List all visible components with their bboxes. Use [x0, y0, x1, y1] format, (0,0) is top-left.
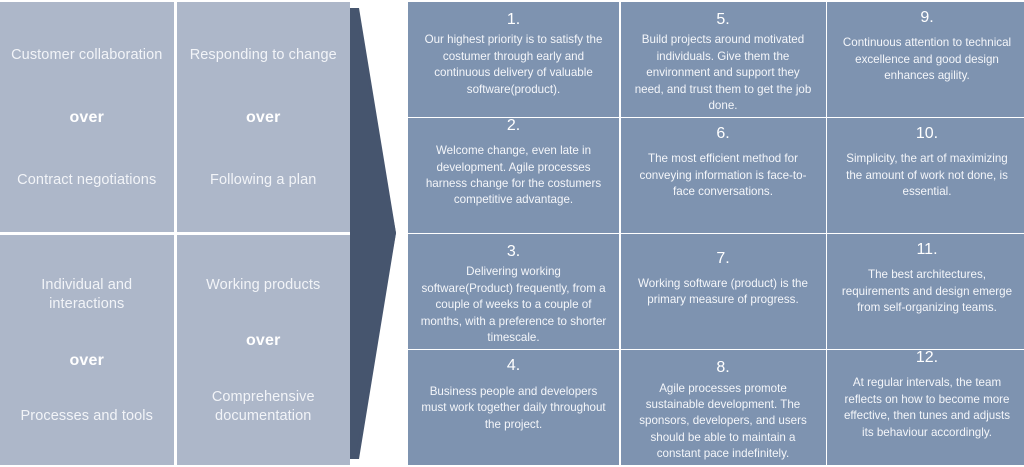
principle-number: 3.: [506, 243, 521, 261]
value-top-text: Working products: [206, 276, 321, 293]
value-over-label: over: [69, 351, 105, 369]
principle-text: Welcome change, even late in development…: [425, 144, 602, 207]
principle-cell-11: 11. The best architectures, requirements…: [827, 234, 1024, 349]
principle-cell-12: 12. At regular intervals, the team refle…: [827, 350, 1024, 465]
value-bottom-text: Comprehensive documentation: [211, 388, 315, 425]
principle-text: Build projects around motivated individu…: [634, 33, 812, 112]
value-over-label: over: [69, 108, 105, 126]
principle-cell-10: 10. Simplicity, the art of maximizing th…: [827, 118, 1024, 233]
principle-text: The best architectures, requirements and…: [841, 268, 1013, 315]
principle-cell-6: 6. The most efficient method for conveyi…: [620, 118, 826, 233]
principle-text: The most efficient method for conveying …: [639, 152, 807, 199]
value-bottom-text: Processes and tools: [20, 408, 153, 425]
value-over-label: over: [245, 332, 281, 350]
principle-text: Business people and developers must work…: [421, 384, 606, 431]
value-over-label: over: [245, 108, 281, 126]
principle-text: Continuous attention to technical excell…: [842, 36, 1012, 83]
principle-cell-1: 1. Our highest priority is to satisfy th…: [408, 2, 619, 117]
value-bottom-text: Contract negotiations: [17, 171, 157, 188]
principle-cell-3: 3. Delivering working software(Product) …: [408, 234, 619, 349]
chevron-right-arrow-polygon: [351, 8, 396, 459]
principle-number: 7.: [716, 249, 730, 267]
principle-number: 11.: [916, 241, 938, 259]
principle-number: 4.: [506, 357, 521, 375]
chevron-right-arrow-body: [350, 8, 396, 459]
value-card-customer-collaboration: Customer collaboration over Contract neg…: [0, 2, 174, 232]
value-card-working-products: Working products over Comprehensive docu…: [176, 235, 350, 465]
principle-cell-9: 9. Continuous attention to technical exc…: [827, 2, 1024, 117]
principle-number: 6.: [716, 125, 730, 143]
value-top-text: Customer collaboration: [11, 46, 163, 63]
principle-number: 2.: [506, 118, 521, 134]
chevron-right-arrow-icon: [350, 8, 396, 459]
principle-text: Our highest priority is to satisfy the c…: [424, 33, 603, 96]
principle-cell-7: 7. Working software (product) is the pri…: [620, 234, 826, 349]
value-card-individuals-and-interactions: Individual and interactions over Process…: [0, 235, 174, 465]
principle-cell-2: 2. Welcome change, even late in developm…: [408, 118, 619, 233]
agile-principles-grid: 1. Our highest priority is to satisfy th…: [408, 2, 1024, 465]
principle-number: 9.: [920, 9, 934, 27]
principle-text: Delivering working software(Product) fre…: [420, 265, 607, 345]
principle-text: At regular intervals, the team reflects …: [843, 376, 1011, 439]
principle-cell-4: 4. Business people and developers must w…: [408, 350, 619, 465]
principle-number: 12.: [915, 350, 939, 367]
value-bottom-text: Following a plan: [210, 171, 317, 188]
value-top-text: Individual and interactions: [41, 276, 133, 312]
principle-number: 1.: [506, 11, 521, 28]
principle-text: Agile processes promote sustainable deve…: [639, 381, 807, 461]
principle-cell-8: 8. Agile processes promote sustainable d…: [620, 350, 826, 465]
principle-text: Simplicity, the art of maximizing the am…: [846, 152, 1008, 199]
principle-cell-5: 5. Build projects around motivated indiv…: [620, 2, 826, 117]
principle-text: Working software (product) is the primar…: [638, 276, 808, 307]
value-top-text: Responding to change: [189, 46, 337, 63]
principle-number: 8.: [716, 359, 730, 377]
principle-number: 5.: [716, 11, 730, 28]
principle-number: 10.: [915, 125, 939, 143]
agile-values-grid: Customer collaboration over Contract neg…: [0, 0, 350, 467]
value-card-responding-to-change: Responding to change over Following a pl…: [176, 2, 350, 232]
